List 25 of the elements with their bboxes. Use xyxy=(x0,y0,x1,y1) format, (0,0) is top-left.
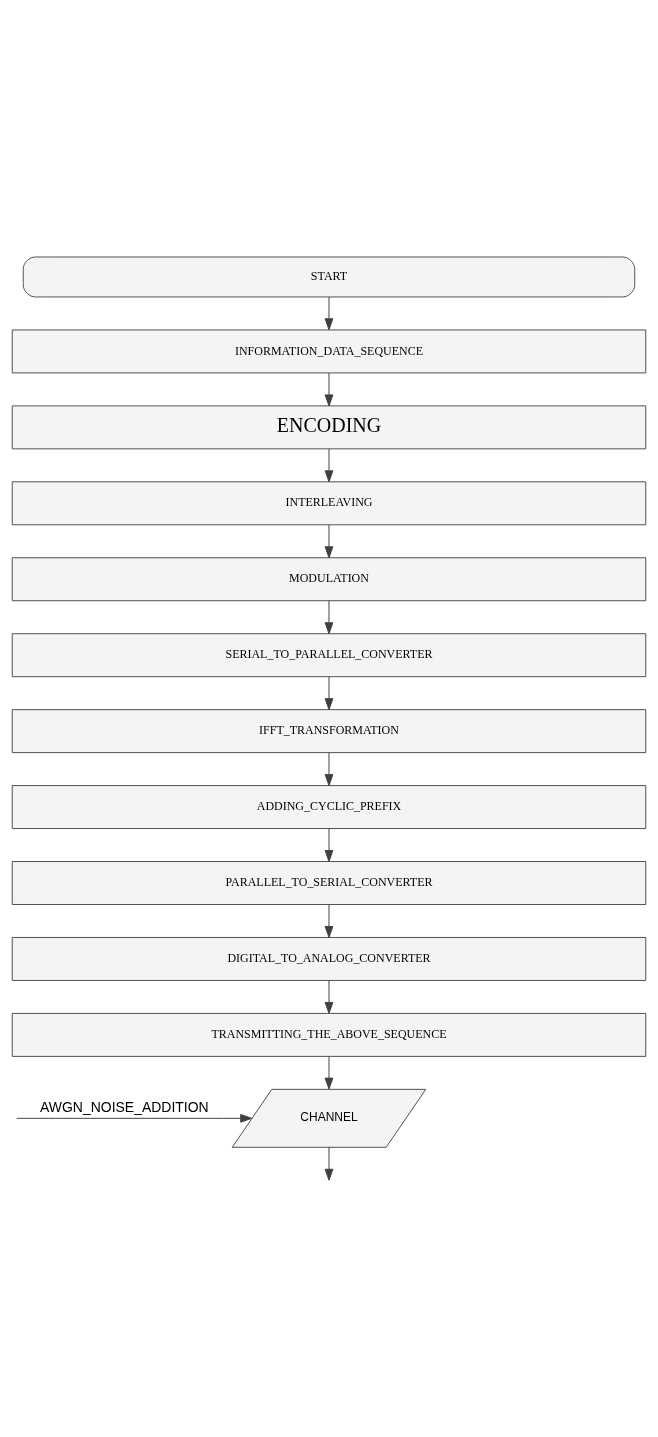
arrow xyxy=(324,827,334,862)
arrow xyxy=(16,1113,253,1123)
node-box: DIGITAL_TO_ANALOG_CONVERTER xyxy=(11,936,647,981)
arrow xyxy=(324,1146,334,1181)
node-box: SERIAL_TO_PARALLEL_CONVERTER xyxy=(11,632,647,677)
arrow xyxy=(324,979,334,1014)
arrow xyxy=(324,447,334,482)
arrow xyxy=(324,372,334,406)
arrow xyxy=(324,523,334,558)
node-box: ENCODING xyxy=(11,404,647,449)
arrow xyxy=(324,903,334,938)
node-box: START xyxy=(22,256,636,297)
node-box: TRANSMITTING_THE_ABOVE_SEQUENCE xyxy=(11,1012,647,1057)
node-box: ADDING_CYCLIC_PREFIX xyxy=(11,784,647,829)
node-box: IFFT_TRANSFORMATION xyxy=(11,708,647,753)
node-box: MODULATION xyxy=(11,556,647,601)
node-box: PARALLEL_TO_SERIAL_CONVERTER xyxy=(11,860,647,905)
arrow xyxy=(324,1055,334,1090)
node-box: INFORMATION_DATA_SEQUENCE xyxy=(11,328,647,373)
edge-label: AWGN_NOISE_ADDITION xyxy=(40,1098,209,1115)
arrow xyxy=(324,675,334,710)
node-box: INTERLEAVING xyxy=(11,480,647,525)
arrow xyxy=(324,599,334,634)
arrow xyxy=(324,751,334,786)
arrow xyxy=(324,296,334,330)
